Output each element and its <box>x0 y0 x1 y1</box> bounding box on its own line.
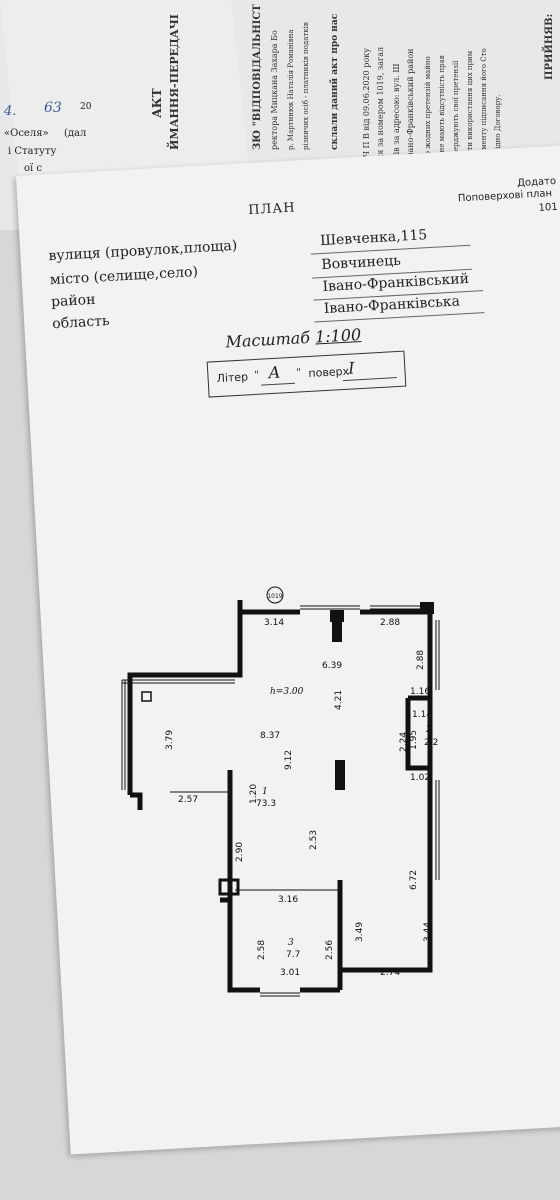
left-note-4: ої с <box>24 163 42 174</box>
city-value: Вовчинець <box>321 252 402 274</box>
resp-line-4: різничих осіб - платників податків <box>302 22 310 150</box>
dim-2-58: 2.58 <box>257 940 267 960</box>
building-number: 1019 <box>267 593 282 600</box>
dim-2-90: 2.90 <box>235 842 245 862</box>
resp-line-3: р. Мартинюк Наталія Романівна <box>287 29 295 150</box>
liter-value: А <box>267 362 282 383</box>
left-note-3: і Статуту <box>8 146 57 157</box>
building-marker <box>266 586 284 604</box>
room-3-number: 3 <box>288 938 294 948</box>
liter-label: Літер <box>216 370 249 386</box>
dim-3-44: 3.44 <box>423 922 433 942</box>
left-note-1: «Оселя» <box>4 128 49 139</box>
dim-8-37: 8.37 <box>260 731 280 741</box>
region-label: область <box>51 313 110 333</box>
scale: Масштаб 1:100 <box>225 325 362 352</box>
room-2-area: 2.2 <box>424 738 438 748</box>
plan-title: ПЛАН <box>247 200 297 219</box>
dim-3-49: 3.49 <box>355 922 365 942</box>
plan-walls <box>127 600 433 993</box>
dim-6-39: 6.39 <box>322 661 342 671</box>
liter-underline <box>261 382 296 386</box>
city-label: місто (селище,село) <box>49 264 199 289</box>
dim-3-16: 3.16 <box>278 895 298 905</box>
room-1-number: 1 <box>262 787 268 797</box>
dim-2-53: 2.53 <box>309 830 319 850</box>
dim-2-88-top: 2.88 <box>380 618 400 628</box>
dim-2-88-right: 2.88 <box>416 650 426 670</box>
liter-quote-close: " <box>296 367 302 379</box>
accepted-label: ПРИЙНЯВ: <box>544 13 555 80</box>
dim-1-16: 1.16 <box>410 687 430 697</box>
year-fragment: 20 <box>80 102 92 112</box>
dim-4-21: 4.21 <box>334 690 344 710</box>
dim-1-95: 1.95 <box>409 730 419 750</box>
liter-box: Літер " А " поверх I <box>206 350 407 398</box>
resp-line-2: ректора Мицкана Захара Бо <box>270 30 279 150</box>
dim-3-01: 3.01 <box>280 968 300 978</box>
street-label: вулиця (провулок,площа) <box>48 237 238 265</box>
floor-value: I <box>347 358 356 378</box>
act-title: АКТ <box>150 88 164 118</box>
dim-1-02: 1.02 <box>410 773 430 783</box>
dkp-line-4: а, Івано-Франківський район <box>406 48 415 170</box>
made-act: склали даний акт про нас <box>330 13 340 150</box>
liter-quote-open: " <box>254 369 260 381</box>
dim-1-20: 1.20 <box>249 784 259 804</box>
dim-1-14: 1.14 <box>412 710 432 720</box>
resp-line: ЗЮ "ВІДПОВІДАЛЬНІСТ <box>252 4 263 150</box>
act-subtitle: ЙМАННЯ-ПЕРЕДАЧІ <box>168 14 181 150</box>
dim-3-14: 3.14 <box>264 618 284 628</box>
plan-pillars <box>141 602 434 896</box>
ceiling-height: h=3.00 <box>270 687 304 697</box>
handwritten-number: 4. <box>4 104 17 119</box>
room-3-area: 7.7 <box>286 950 300 960</box>
corner-label-3: 101 <box>538 201 558 214</box>
dim-9-12: 9.12 <box>284 750 294 770</box>
street-value: Шевченка,115 <box>319 227 428 250</box>
floor-plan: 1019 3.14 2.88 2.88 6.39 h=3.00 4.21 1.1… <box>121 586 440 997</box>
dim-6-72: 6.72 <box>409 870 419 890</box>
handwritten-number-2: 63 <box>44 100 62 116</box>
scale-value: 1:100 <box>314 324 362 347</box>
room-1-area: 73.3 <box>256 799 276 809</box>
dim-2-57: 2.57 <box>178 795 198 805</box>
plan-window-lines <box>121 605 440 997</box>
floor-underline <box>342 377 397 382</box>
dkp-line-2: ення за номером 1019, загал <box>376 46 385 170</box>
dim-2-24: 2.24 <box>399 732 409 752</box>
left-note-2: (дал <box>64 128 87 139</box>
corner-label-1: Додато <box>516 175 557 190</box>
dim-2-56: 2.56 <box>325 940 335 960</box>
dim-3-79: 3.79 <box>165 730 175 750</box>
floor-label: поверх <box>308 364 350 380</box>
scale-label: Масштаб <box>225 327 311 352</box>
room-2-number: 2 <box>425 725 432 735</box>
dim-2-74: 2.74 <box>380 968 400 978</box>
dkp-line: 20 Ч П В від 09.06.2020 року <box>362 48 371 170</box>
district-label: район <box>50 291 96 311</box>
